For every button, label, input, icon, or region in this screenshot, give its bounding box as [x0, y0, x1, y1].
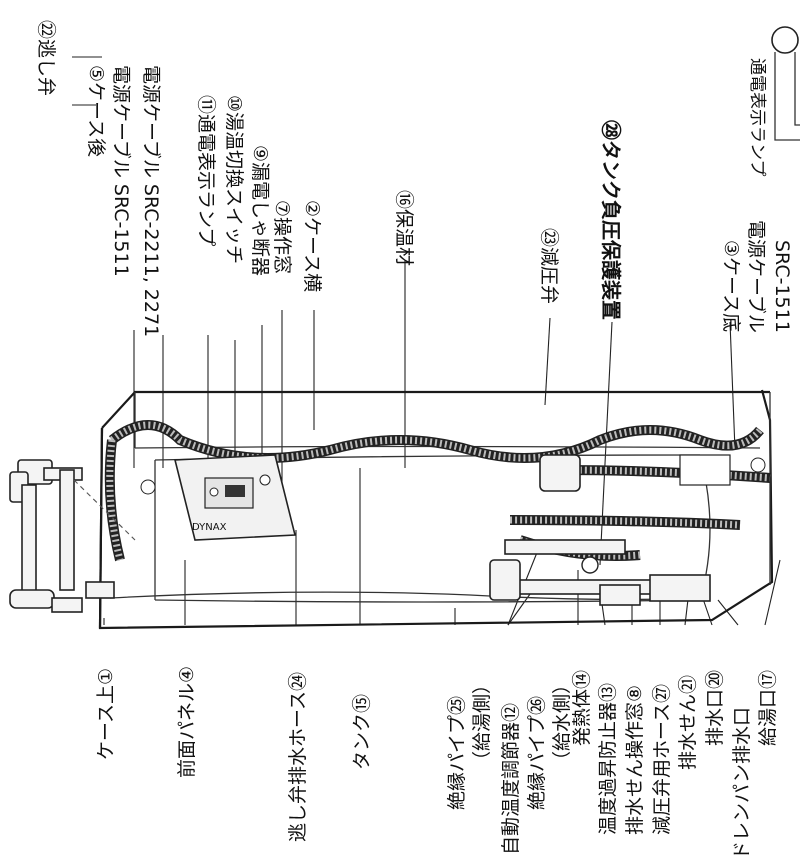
label-insulated-pipe-cold: 絶縁パイプ㉖ — [526, 696, 548, 810]
label-prv-hose: 減圧弁用ホース㉗ — [651, 684, 673, 835]
label-breaker: ⑨漏電しゃ断器 — [249, 145, 271, 276]
label-heating-element: 発熱体⑭ — [571, 670, 593, 746]
label-drain-pan-outlet: ドレンパン排水口 — [731, 707, 753, 860]
label-power-lamp: ⑪通電表示ランプ — [195, 95, 217, 246]
label-insulation: ⑯保温材 — [393, 190, 415, 266]
label-relief-valve: ㉒逃し弁 — [35, 20, 57, 96]
label-thermostat: 自動温度調節器⑫ — [500, 703, 522, 855]
label-temp-switch: ⑩湯温切換スイッチ — [223, 95, 245, 264]
label-front-panel: 前面パネル④ — [176, 666, 198, 778]
label-lamp-inset: 通電表示ランプ — [747, 58, 767, 177]
bottom-labels: ケース上① 前面パネル④ 逃し弁排水ホース㉔ タンク⑮ 絶縁パイプ㉕ （給湯側）… — [95, 666, 779, 860]
label-drain-outlet: 排水口⑳ — [704, 670, 726, 746]
label-pressure-reducing-valve: ㉓減圧弁 — [538, 228, 560, 304]
label-case-side: ②ケース横 — [301, 200, 323, 292]
label-hot-water-outlet: 給湯口⑰ — [757, 670, 779, 746]
top-labels: ㉒逃し弁 ⑤ケース後 電源ケーブル SRC-1511 電源ケーブル SRC-22… — [35, 20, 793, 337]
label-insulated-pipe-cold-sub: （給水側） — [551, 675, 573, 770]
label-case-top: ケース上① — [95, 668, 117, 760]
label-power-cable-2211: 電源ケーブル SRC-2211, 2271 — [140, 65, 163, 337]
relief-valve — [9, 459, 136, 613]
label-power-cable-bottom-model: SRC-1511 — [771, 240, 793, 333]
label-drain-plug: 排水せん㉑ — [677, 675, 699, 770]
label-power-cable-1511: 電源ケーブル SRC-1511 — [110, 65, 133, 277]
label-negative-pressure-device: ㉘タンク負圧保護装置 — [599, 120, 623, 320]
label-power-cable-bottom: 電源ケーブル — [745, 220, 768, 333]
leader-lines — [72, 56, 781, 626]
label-tank: タンク⑮ — [351, 694, 373, 770]
lamp-inset — [771, 26, 800, 141]
label-insulated-pipe-hot-sub: （給湯側） — [471, 675, 493, 770]
label-drain-plug-window: 排水せん操作窓⑧ — [624, 685, 646, 835]
label-case-rear: ⑤ケース後 — [85, 65, 107, 157]
label-relief-drain-hose: 逃し弁排水ホース㉔ — [287, 672, 309, 842]
label-overheat-protector: 温度過昇防止器⑬ — [597, 683, 619, 835]
lower-piping — [140, 454, 771, 606]
control-panel: DYNAX — [173, 454, 297, 541]
insulation — [104, 420, 764, 562]
label-operation-window: ⑦操作窓 — [271, 200, 293, 274]
svg-text:DYNAX: DYNAX — [192, 522, 227, 533]
label-insulated-pipe-hot: 絶縁パイプ㉕ — [446, 696, 468, 810]
label-case-bottom: ③ケース底 — [720, 240, 742, 332]
